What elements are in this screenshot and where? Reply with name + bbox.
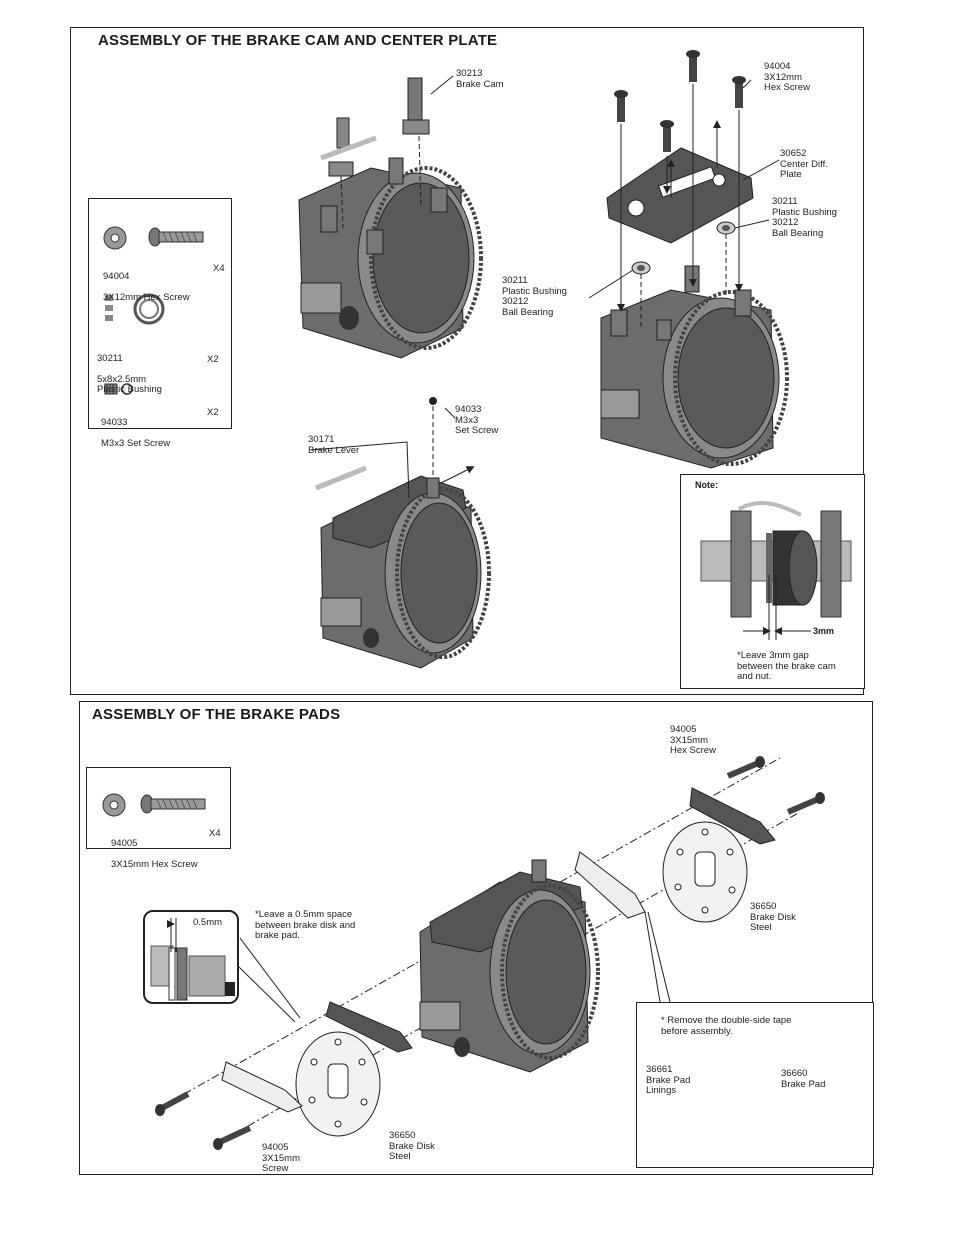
screws-left <box>155 1091 252 1150</box>
diff-housing-right <box>600 265 789 469</box>
section-brake-pads-panel: ASSEMBLY OF THE BRAKE PADS <box>79 701 874 1175</box>
gap-note: *Leave a 0.5mm space between brake disk … <box>255 909 356 941</box>
callout-bushing-right: 30211 Plastic Bushing 30212 Ball Bearing <box>772 196 837 239</box>
callout-center-diff-plate: 30652 Center Diff. Plate <box>780 148 828 180</box>
gap-inset-box: 0.5mm <box>143 910 239 1004</box>
note-diagram <box>700 501 852 640</box>
callout-disk-right: 36650 Brake Disk Steel <box>750 901 796 933</box>
parts-box-section1: 94004 3X12mm Hex Screw X4 30211 5x8x2.5m… <box>88 198 232 448</box>
gap-inset-diagram <box>150 918 235 1001</box>
part-code: 94033 <box>101 416 128 428</box>
set-screw-94033-icon <box>104 383 133 395</box>
brake-pad-left-outer <box>325 1001 413 1053</box>
part-desc: M3x3 Set Screw <box>101 437 171 449</box>
brake-pad-right-outer <box>689 787 776 845</box>
part-94005-label: 94005 3X15mm Hex Screw <box>111 828 198 870</box>
part-desc: 3X12mm Hex Screw <box>103 291 190 303</box>
note-box: Note: 3mm *Leave 3mm gap between the bra… <box>680 474 865 689</box>
part-94004-label: 94004 3X12mm Hex Screw <box>103 261 190 303</box>
brake-pad-right-inner <box>574 851 646 919</box>
diff-housing-pads <box>419 859 600 1073</box>
part-desc: 5x8x2.5mm Plastic Bushing <box>97 373 162 395</box>
brake-pad-left-inner <box>221 1061 303 1113</box>
callout-screw-top: 94005 3X15mm Hex Screw <box>670 724 716 756</box>
section-brake-cam-panel: ASSEMBLY OF THE BRAKE CAM AND CENTER PLA… <box>70 27 865 695</box>
tape-note: * Remove the double-side tape before ass… <box>661 1015 792 1037</box>
plastic-bushing-30211-icon <box>105 293 165 325</box>
part-30211-label: 30211 5x8x2.5mm Plastic Bushing <box>97 343 162 396</box>
brake-disk-left <box>295 1031 381 1137</box>
hex-screw-94004-icon <box>103 226 204 250</box>
callout-set-screw: 94033 M3x3 Set Screw <box>455 404 499 436</box>
gap-value-label: 0.5mm <box>193 917 223 928</box>
hex-screws-top <box>614 50 746 312</box>
diff-housing-lower <box>310 397 491 669</box>
parts-box2-icons <box>102 793 206 817</box>
part-desc: 3X15mm Hex Screw <box>111 858 198 870</box>
note-gap-label: 3mm <box>813 626 835 636</box>
part-code: 30211 <box>97 352 123 364</box>
callout-brake-pad: 36660 Brake Pad <box>781 1068 826 1090</box>
callout-pad-linings: 36661 Brake Pad Linings <box>646 1064 691 1096</box>
part-30211-qty: X2 <box>207 354 219 365</box>
parts-box-icons <box>103 226 204 395</box>
note-text: *Leave 3mm gap between the brake cam and… <box>737 650 836 682</box>
part-code: 94004 <box>103 270 130 282</box>
section-title-brake-cam: ASSEMBLY OF THE BRAKE CAM AND CENTER PLA… <box>98 32 498 49</box>
part-94004-qty: X4 <box>213 263 225 274</box>
bushings <box>430 75 780 328</box>
section-title-brake-pads: ASSEMBLY OF THE BRAKE PADS <box>92 706 341 723</box>
brake-pads-diagram <box>155 756 825 1161</box>
hex-screw-94005-icon <box>102 793 206 817</box>
callout-screw-bottom: 94005 3X15mm Screw <box>262 1142 301 1174</box>
diff-housing-left-top <box>298 157 483 359</box>
part-code: 94005 <box>111 837 138 849</box>
center-diff-plate <box>606 147 754 244</box>
brake-cam-part <box>320 77 430 229</box>
part-94033-qty: X2 <box>207 407 219 418</box>
parts-box-section2: 94005 3X15mm Hex Screw X4 <box>86 767 231 869</box>
brake-disk-right <box>662 821 748 923</box>
part-94005-qty: X4 <box>209 828 221 839</box>
callout-disk-left: 36650 Brake Disk Steel <box>389 1130 435 1162</box>
part-94033-label: 94033 M3x3 Set Screw <box>101 407 170 449</box>
callout-brake-cam: 30213 Brake Cam <box>456 68 504 90</box>
callout-hex-screw-94004: 94004 3X12mm Hex Screw <box>764 61 810 93</box>
brake-cam-diagram <box>298 50 789 669</box>
tape-note-box: * Remove the double-side tape before ass… <box>636 1002 874 1168</box>
note-title: Note: <box>695 480 718 490</box>
screws-right <box>726 756 825 815</box>
callout-brake-lever: 30171 Brake Lever <box>308 434 360 456</box>
callout-bushing-left: 30211 Plastic Bushing 30212 Ball Bearing <box>502 275 567 318</box>
